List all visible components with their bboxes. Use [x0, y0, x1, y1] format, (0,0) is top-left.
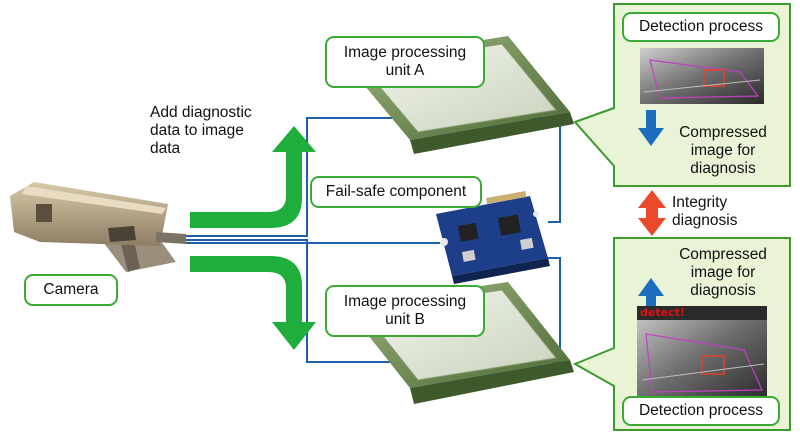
- blue-arrow-up: [638, 278, 664, 306]
- green-arrow-up: [190, 126, 316, 228]
- camera-image: [10, 182, 186, 272]
- panel-bottom-title-text: Detection process: [638, 402, 764, 419]
- panel-bottom-caption: Compressed image for diagnosis: [664, 246, 782, 300]
- diagnostic-note: Add diagnostic data to image data: [150, 104, 252, 158]
- unit-b-label-line1: Image processing: [343, 293, 467, 310]
- unit-a-label-line2: unit A: [385, 62, 425, 79]
- panel-bottom-caption-line2: image for: [690, 264, 756, 281]
- panel-top-title: Detection process: [622, 12, 780, 42]
- panel-top-caption-line1: Compressed: [679, 124, 767, 141]
- unit-a-label-line1: Image processing: [343, 44, 467, 61]
- failsafe-board-image: [436, 191, 550, 284]
- integrity-label-line2: diagnosis: [672, 212, 738, 229]
- green-arrow-down: [190, 256, 316, 350]
- detect-tag: detect!: [640, 306, 685, 319]
- panel-top-title-text: Detection process: [638, 18, 764, 35]
- red-double-arrow: [638, 190, 666, 236]
- camera-label: Camera: [24, 274, 118, 306]
- camera-label-text: Camera: [43, 281, 99, 298]
- diagnostic-note-line2: data to image: [150, 122, 244, 139]
- panel-top-caption: Compressed image for diagnosis: [664, 124, 782, 178]
- diagnostic-note-line1: Add diagnostic: [150, 104, 252, 121]
- panel-top-caption-line2: image for: [690, 142, 756, 159]
- integrity-label-line1: Integrity: [672, 194, 728, 211]
- unit-b-label: Image processing unit B: [325, 285, 485, 337]
- panel-bottom-caption-line3: diagnosis: [690, 282, 756, 299]
- integrity-label: Integrity diagnosis: [672, 194, 738, 230]
- unit-a-label: Image processing unit A: [325, 36, 485, 88]
- panel-bottom-caption-line1: Compressed: [679, 246, 767, 263]
- failsafe-label-text: Fail-safe component: [325, 183, 467, 200]
- blue-arrow-down: [638, 110, 664, 146]
- unit-b-label-line2: unit B: [385, 311, 425, 328]
- failsafe-label: Fail-safe component: [310, 176, 482, 208]
- detection-screenshot-top: [640, 48, 764, 104]
- detection-screenshot-bottom: [637, 306, 767, 398]
- diagnostic-note-line3: data: [150, 140, 181, 157]
- panel-top-caption-line3: diagnosis: [690, 160, 756, 177]
- panel-bottom-title: Detection process: [622, 396, 780, 426]
